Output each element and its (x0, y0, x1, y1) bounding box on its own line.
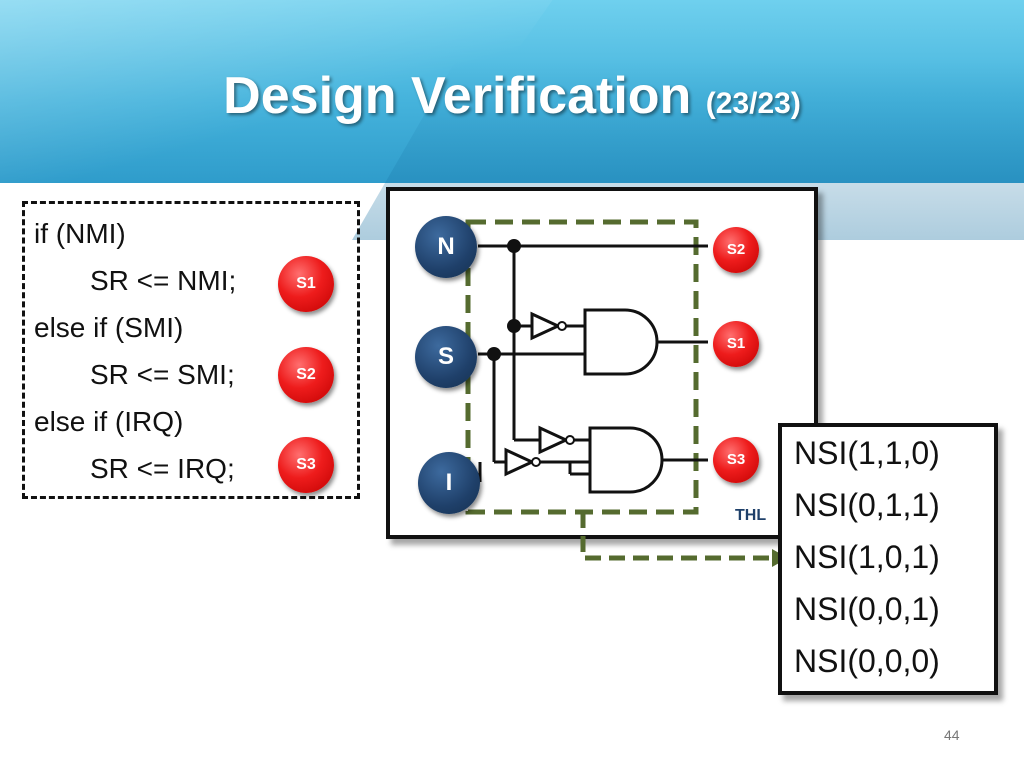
slide-title-main: Design Verification (223, 67, 692, 125)
output-badge-s2: S2 (713, 227, 759, 273)
junction-s1 (507, 319, 521, 333)
code-badge-s3: S3 (278, 437, 334, 493)
page-number: 44 (944, 727, 960, 743)
slide-title: Design Verification (23/23) (0, 66, 1024, 126)
code-badge-s2: S2 (278, 347, 334, 403)
circuit-label: THL (735, 507, 767, 524)
nsi-item: NSI(0,0,0) (794, 643, 940, 679)
input-port-i: I (418, 452, 480, 514)
nsi-item: NSI(1,1,0) (794, 435, 940, 471)
code-line-5: else if (IRQ) (34, 406, 184, 437)
code-line-1: if (NMI) (34, 218, 126, 249)
inverter-1 (530, 311, 562, 341)
code-block (22, 201, 360, 499)
output-badge-s3: S3 (713, 437, 759, 483)
nsi-item: NSI(1,0,1) (794, 539, 940, 575)
nsi-item: NSI(0,1,1) (794, 487, 940, 523)
inverter-3-bubble (531, 457, 541, 467)
code-badge-s1: S1 (278, 256, 334, 312)
inverter-3 (504, 447, 536, 477)
inverter-2-bubble (565, 435, 575, 445)
input-port-s: S (415, 326, 477, 388)
slide-title-counter: (23/23) (705, 87, 801, 120)
code-line-3: else if (SMI) (34, 312, 184, 343)
output-badge-s1: S1 (713, 321, 759, 367)
highlight-arrow-line (580, 512, 772, 561)
and-gate-2 (588, 426, 664, 494)
nsi-list: NSI(1,1,0) NSI(0,1,1) NSI(1,0,1) NSI(0,0… (778, 423, 998, 695)
nsi-item: NSI(0,0,1) (794, 591, 940, 627)
code-line-6: SR <= IRQ; (90, 453, 235, 484)
input-port-n: N (415, 216, 477, 278)
junction-s2 (487, 347, 501, 361)
code-line-2: SR <= NMI; (90, 265, 237, 296)
junction-n (507, 239, 521, 253)
title-banner (0, 0, 1024, 240)
inverter-2 (538, 425, 570, 455)
and-gate-1 (583, 308, 659, 376)
inverter-1-bubble (557, 321, 567, 331)
code-line-4: SR <= SMI; (90, 359, 235, 390)
